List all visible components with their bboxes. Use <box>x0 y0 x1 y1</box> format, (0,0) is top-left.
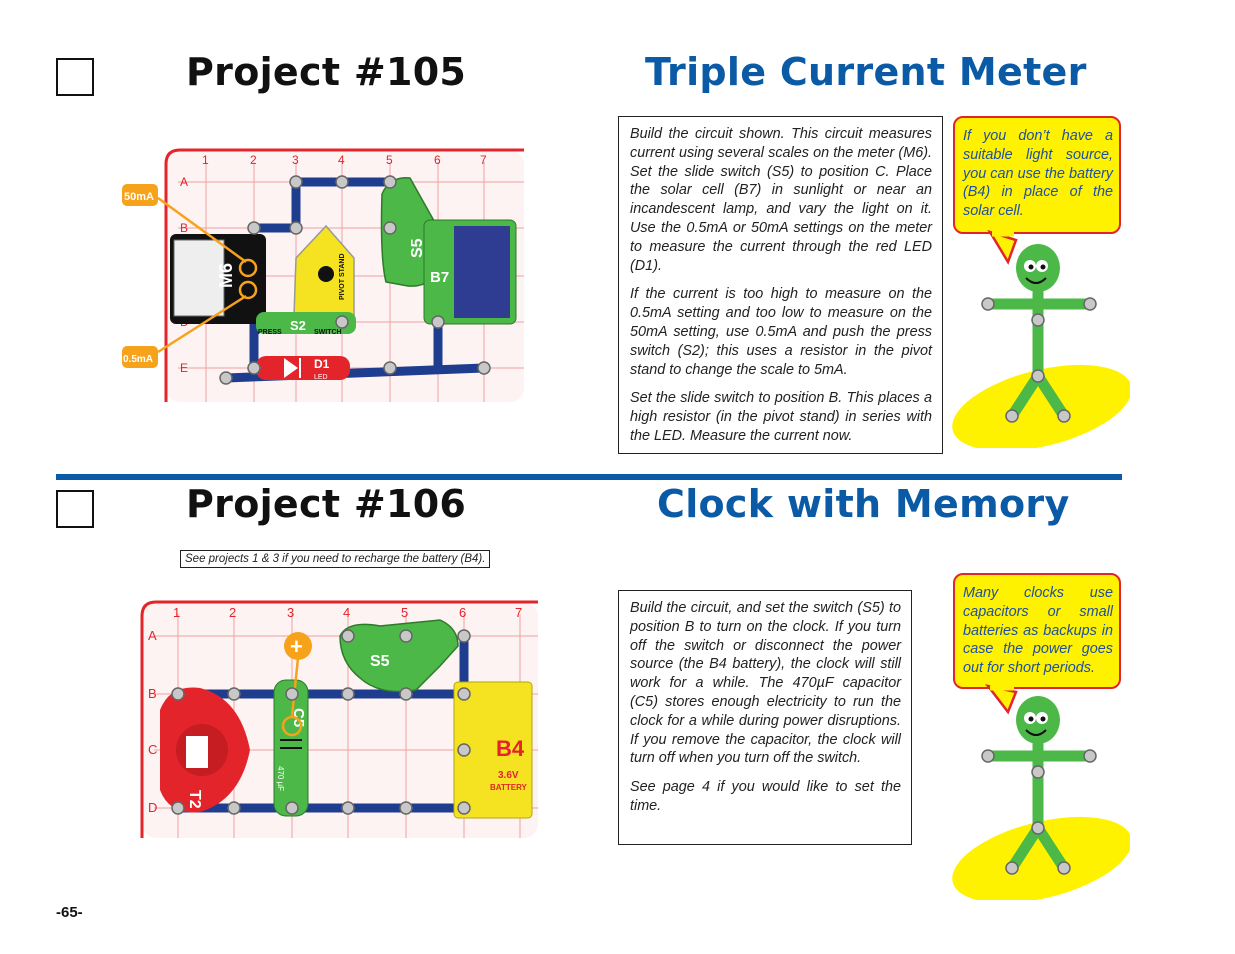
d1-label: D1 <box>314 357 330 371</box>
s2-switch: SWITCH <box>314 329 342 336</box>
project-106-checkbox[interactable] <box>56 490 94 528</box>
col-label-7: 7 <box>480 153 487 167</box>
s5-label: S5 <box>409 238 426 258</box>
section-divider <box>56 474 1122 480</box>
col-label-6: 6 <box>459 605 466 620</box>
row-label-e: E <box>180 361 188 375</box>
col-label-5: 5 <box>401 605 408 620</box>
project-105-name: Triple Current Meter <box>645 50 1087 94</box>
s2-press: PRESS <box>258 329 282 336</box>
row-label-a: A <box>148 628 157 643</box>
b4-battery: BATTERY <box>490 783 528 792</box>
led-label: LED <box>314 374 328 381</box>
label-50ma: 50mA <box>124 191 154 203</box>
circuit-diagram-105: 1 2 3 4 5 6 7 A B C D E M6 50mA 0.5mA PI… <box>122 148 524 402</box>
s5-label: S5 <box>370 653 390 670</box>
m6-label: M6 <box>216 263 236 288</box>
mascot-106 <box>952 684 1130 900</box>
col-label-6: 6 <box>434 153 441 167</box>
row-label-a: A <box>180 175 188 189</box>
mascot-105 <box>952 229 1130 448</box>
col-label-3: 3 <box>287 605 294 620</box>
b7-label: B7 <box>430 269 449 286</box>
project-106-name: Clock with Memory <box>657 482 1070 526</box>
label-05ma: 0.5mA <box>123 354 153 365</box>
pivot-stand-label: PIVOT STAND <box>339 253 346 300</box>
circuit-diagram-106: 1 2 3 4 5 6 7 A B C D T2 C5 470 µF + S5 … <box>140 600 538 838</box>
project-105-instructions: Build the circuit shown. This circuit me… <box>618 116 943 454</box>
b4-label: B4 <box>496 736 525 761</box>
p105-paragraph-1: Build the circuit shown. This circuit me… <box>630 126 932 274</box>
s2-label: S2 <box>290 318 306 333</box>
project-106-recharge-note: See projects 1 & 3 if you need to rechar… <box>180 550 491 568</box>
p106-paragraph-1: Build the circuit, and set the switch (S… <box>630 600 901 767</box>
c5-value: 470 µF <box>276 766 285 791</box>
p106-paragraph-2: See page 4 if you would like to set the … <box>630 779 901 814</box>
b4-voltage: 3.6V <box>498 770 519 781</box>
row-label-d: D <box>148 800 157 815</box>
plus-marker: + <box>290 634 303 659</box>
row-label-c: C <box>148 742 157 757</box>
row-label-b: B <box>180 221 188 235</box>
project-105-tip-bubble: If you don’t have a suitable light sourc… <box>953 116 1121 234</box>
col-label-7: 7 <box>515 605 522 620</box>
col-label-4: 4 <box>343 605 350 620</box>
project-106-tip-bubble: Many clocks use capacitors or small batt… <box>953 573 1121 689</box>
project-105-checkbox[interactable] <box>56 58 94 96</box>
col-label-3: 3 <box>292 153 299 167</box>
p105-paragraph-2: If the current is too high to measure on… <box>630 286 932 378</box>
row-label-b: B <box>148 686 157 701</box>
project-106-title: Project #106 <box>186 482 467 526</box>
project-106-instructions: Build the circuit, and set the switch (S… <box>618 590 912 845</box>
col-label-2: 2 <box>250 153 257 167</box>
col-label-1: 1 <box>173 605 180 620</box>
col-label-4: 4 <box>338 153 345 167</box>
col-label-5: 5 <box>386 153 393 167</box>
p105-paragraph-3: Set the slide switch to position B. This… <box>630 390 932 444</box>
project-105-title: Project #105 <box>186 50 467 94</box>
t2-label: T2 <box>186 790 203 809</box>
col-label-1: 1 <box>202 153 209 167</box>
page-number: -65- <box>56 904 83 921</box>
c5-label: C5 <box>290 708 307 727</box>
col-label-2: 2 <box>229 605 236 620</box>
